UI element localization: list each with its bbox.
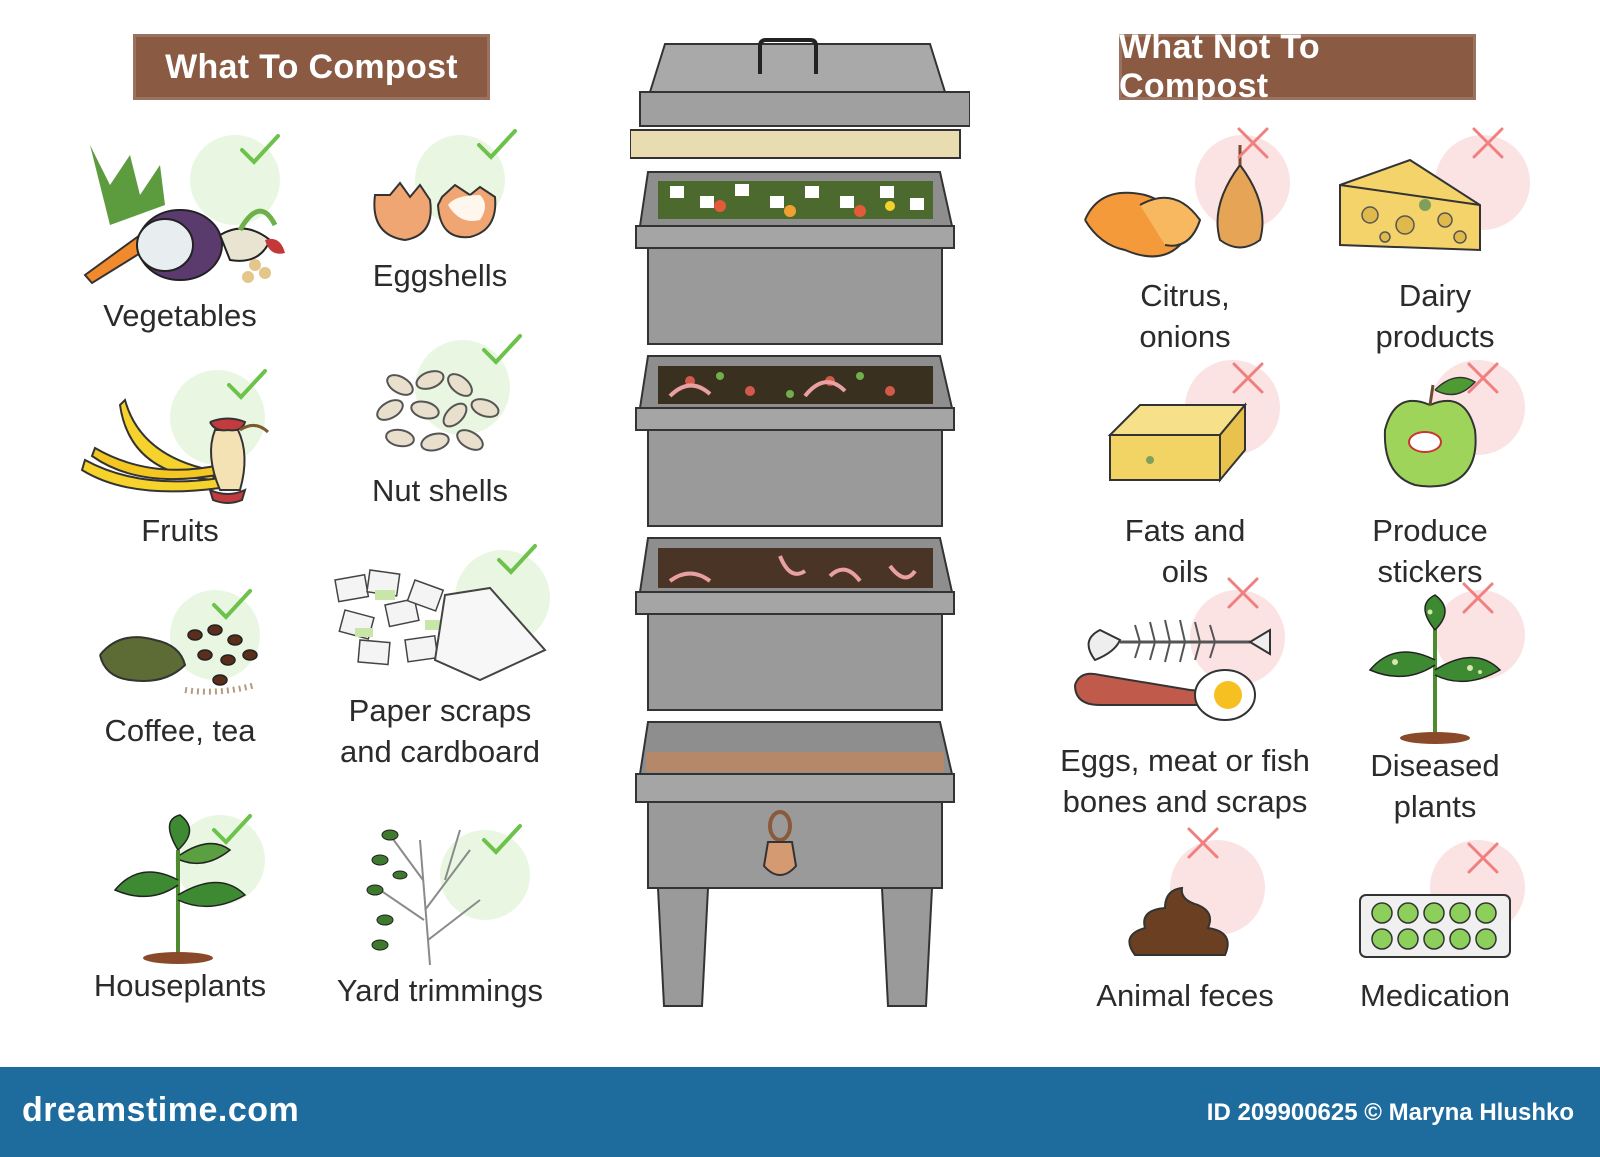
- footer-bar: dreamstime.com ID 209900625 © Maryna Hlu…: [0, 1067, 1600, 1157]
- footer-credit: ID 209900625 © Maryna Hlushko: [1206, 1099, 1574, 1126]
- what-not-to-compost-banner: What Not To Compost: [1119, 28, 1476, 105]
- item-label: Paper scraps and cardboard: [340, 693, 540, 769]
- check-icon: [482, 824, 522, 855]
- cross-icon: [1472, 127, 1504, 159]
- not-compost-item-dairy: Dairy products: [1320, 125, 1550, 357]
- item-label: Coffee, tea: [104, 713, 256, 748]
- item-label: Yard trimmings: [336, 973, 544, 1008]
- not-compost-item-produce-stickers: Produce stickers: [1315, 360, 1545, 592]
- not-compost-item-animal-feces: Animal feces: [1070, 827, 1300, 1016]
- vegetables-icon: [83, 145, 285, 285]
- pills-icon: [1359, 894, 1511, 958]
- cross-icon: [1462, 582, 1494, 614]
- not-compost-item-eggs-meat-fish: Eggs, meat or fish bones and scraps: [1040, 577, 1330, 822]
- cross-icon: [1187, 827, 1219, 859]
- apple-sticker-icon: [1383, 376, 1477, 488]
- item-label: Animal feces: [1096, 978, 1274, 1013]
- compost-item-houseplants: Houseplants: [70, 810, 290, 1006]
- nut-shells-icon: [376, 370, 500, 452]
- coffee-tea-icon: [99, 624, 258, 695]
- check-icon: [240, 134, 280, 165]
- fish-bone-icon: [1074, 619, 1271, 721]
- cross-icon: [1467, 842, 1499, 874]
- item-label: Produce stickers: [1372, 513, 1488, 589]
- item-label: Citrus, onions: [1139, 278, 1231, 354]
- check-icon: [497, 544, 537, 575]
- compost-item-coffee-tea: Coffee, tea: [70, 585, 290, 751]
- compost-item-fruits: Fruits: [70, 360, 290, 551]
- item-label: Vegetables: [103, 298, 257, 333]
- citrus-onion-icon: [1084, 145, 1264, 258]
- compost-item-eggshells: Eggshells: [330, 125, 550, 296]
- yard-trimmings-icon: [366, 829, 481, 966]
- cross-icon: [1227, 577, 1259, 609]
- houseplant-icon: [113, 814, 247, 964]
- what-to-compost-banner: What To Compost: [133, 34, 490, 100]
- not-compost-item-diseased-plants: Diseased plants: [1320, 582, 1550, 827]
- item-label: Dairy products: [1375, 278, 1495, 354]
- butter-icon: [1107, 402, 1248, 483]
- paper-scraps-icon: [334, 569, 547, 682]
- item-label: Eggshells: [372, 258, 508, 293]
- check-icon: [227, 369, 267, 400]
- check-icon: [482, 334, 522, 365]
- check-icon: [212, 814, 252, 845]
- fruits-icon: [80, 398, 270, 504]
- cheese-icon: [1339, 158, 1481, 252]
- eggshells-icon: [373, 181, 497, 242]
- worm-bin-illustration: [629, 36, 971, 1032]
- cross-icon: [1237, 127, 1269, 159]
- not-compost-item-citrus-onions: Citrus, onions: [1070, 125, 1300, 357]
- not-compost-item-fats-oils: Fats and oils: [1070, 360, 1300, 592]
- item-label: Eggs, meat or fish bones and scraps: [1060, 743, 1310, 819]
- diseased-plant-icon: [1368, 594, 1502, 744]
- feces-icon: [1128, 886, 1229, 956]
- item-label: Houseplants: [93, 968, 267, 1003]
- check-icon: [212, 589, 252, 620]
- item-label: Nut shells: [371, 473, 509, 508]
- item-label: Fats and oils: [1124, 513, 1246, 589]
- cross-icon: [1467, 362, 1499, 394]
- compost-item-yard-trimmings: Yard trimmings: [320, 820, 560, 1011]
- item-label: Fruits: [141, 513, 219, 548]
- check-icon: [477, 129, 517, 160]
- item-label: Medication: [1360, 978, 1510, 1013]
- compost-item-vegetables: Vegetables: [70, 125, 290, 336]
- compost-item-nut-shells: Nut shells: [330, 330, 550, 511]
- not-compost-item-medication: Medication: [1320, 840, 1550, 1016]
- cross-icon: [1232, 362, 1264, 394]
- item-label: Diseased plants: [1370, 748, 1500, 824]
- compost-item-paper-scraps: Paper scraps and cardboard: [315, 540, 565, 772]
- footer-brand: dreamstime.com: [22, 1091, 300, 1129]
